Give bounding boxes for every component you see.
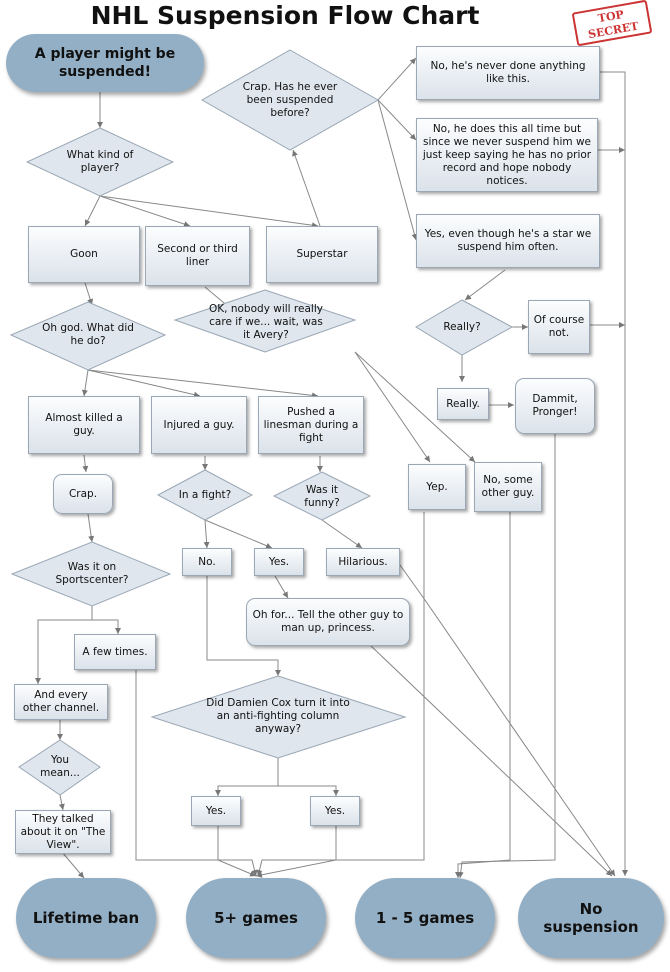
yes-fight-box: Yes. [254, 548, 304, 576]
edge-infight-no [203, 519, 210, 549]
edge-view-lifetime [61, 851, 85, 879]
edge-yesfight-ohfor [274, 575, 289, 599]
yes-star-box: Yes, even though he's a star we suspend … [416, 214, 600, 268]
edge-crap-yesstar [377, 99, 418, 241]
edge-nofight-damien [206, 576, 281, 676]
edge-damien-yes2 [278, 785, 339, 796]
edge-whatkind-goon [84, 195, 101, 227]
injured-box: Injured a guy. [151, 396, 247, 454]
edge-yep-five [256, 512, 425, 877]
in-fight-label: In a fight? [178, 488, 232, 501]
diamond-was-funny [272, 471, 372, 521]
edge-other-onefive [455, 512, 511, 878]
edge-superstar-crap [292, 149, 321, 227]
edge-sc-fewtimes [91, 606, 121, 634]
the-view-box: They talked about it on "The View". [15, 810, 111, 854]
start-node: A player might be suspended! [6, 34, 204, 92]
edge-ok-yep [354, 351, 431, 463]
no-other-box: No, some other guy. [474, 462, 542, 512]
chart-title: NHL Suspension Flow Chart [90, 1, 480, 30]
edge-dammit-onefive [457, 432, 556, 879]
edge-yesstar-really [464, 269, 506, 301]
really-q-label: Really? [443, 320, 481, 333]
edge-whatkind-superstar [99, 195, 319, 229]
five-plus-games-node: 5+ games [186, 878, 326, 958]
edge-goon-ohgod [84, 282, 94, 306]
superstar-box: Superstar [266, 226, 378, 283]
edge-damien-yes [215, 758, 279, 796]
edge-crap-never [377, 57, 417, 101]
yep-box: Yep. [408, 464, 466, 510]
edge-hilarious-nosusp [399, 564, 616, 877]
edge-funny-hilarious [321, 519, 363, 549]
second-third-box: Second or third liner [145, 226, 250, 286]
does-all-time-box: No, he does this all time but since we n… [416, 118, 598, 192]
oh-god-label: Oh god. What did he do? [42, 322, 134, 347]
edge-never-nosusp [600, 71, 628, 876]
sportscenter-label: Was it on Sportscenter? [55, 561, 129, 586]
edge-fewtimes-five [135, 668, 258, 877]
edge-yesb-five [255, 826, 337, 878]
diamond-you-mean [18, 739, 101, 796]
edge-infight-yes [204, 519, 273, 549]
edge-whatkind-second [99, 195, 191, 227]
was-funny-label: Was it funny? [304, 484, 340, 509]
diamond-what-kind [25, 127, 175, 197]
damien-label: Did Damien Cox turn it into an anti-figh… [206, 696, 350, 735]
of-course-not-box: Of course not. [528, 300, 590, 354]
edge-crap-alltime [377, 99, 417, 141]
goon-box: Goon [28, 226, 140, 283]
edge-youmean-view [58, 794, 65, 811]
dammit-box: Dammit, Pronger! [515, 378, 595, 434]
edge-yesa-five [217, 826, 257, 877]
every-channel-box: And every other channel. [14, 684, 108, 720]
edge-almost-crap [82, 454, 89, 473]
pushed-box: Pushed a linesman during a fight [258, 396, 364, 454]
yes-a-box: Yes. [191, 796, 241, 826]
diamond-crap-suspended [200, 49, 380, 151]
diamond-in-fight [156, 469, 254, 521]
crap-suspended-label: Crap. Has he ever been suspended before? [242, 80, 338, 119]
what-kind-label: What kind of player? [66, 149, 134, 174]
crap-box: Crap. [53, 474, 113, 514]
ok-nobody-label: OK, nobody will really care if we... wai… [209, 302, 323, 341]
you-mean-label: You mean... [40, 754, 80, 779]
lifetime-ban-node: Lifetime ban [16, 878, 156, 958]
no-suspension-node: No suspension [518, 878, 664, 958]
hilarious-box: Hilarious. [326, 548, 400, 576]
oh-for-box: Oh for... Tell the other guy to man up, … [246, 598, 410, 646]
never-done-box: No, he's never done anything like this. [416, 46, 600, 100]
really-a-box: Really. [437, 388, 489, 420]
diamond-ok-nobody [173, 289, 357, 353]
one-to-five-games-node: 1 - 5 games [355, 878, 495, 958]
edge-ohgod-injured [87, 369, 201, 398]
edge-ohgod-pushed [87, 369, 319, 399]
almost-killed-box: Almost killed a guy. [28, 396, 140, 454]
few-times-box: A few times. [74, 634, 156, 670]
diamond-oh-god [9, 301, 167, 371]
edge-crap-sportscenter [87, 513, 95, 543]
no-fight-box: No. [182, 548, 232, 576]
diamond-really [415, 299, 514, 356]
edge-ohgod-almost [81, 369, 89, 397]
edge-sc-every [35, 619, 92, 684]
diamond-sportscenter [10, 541, 172, 607]
diamond-damien [150, 675, 407, 759]
edge-ohfor-nosusp [369, 644, 613, 877]
yes-b-box: Yes. [310, 796, 360, 826]
edge-ok-other [354, 351, 476, 463]
